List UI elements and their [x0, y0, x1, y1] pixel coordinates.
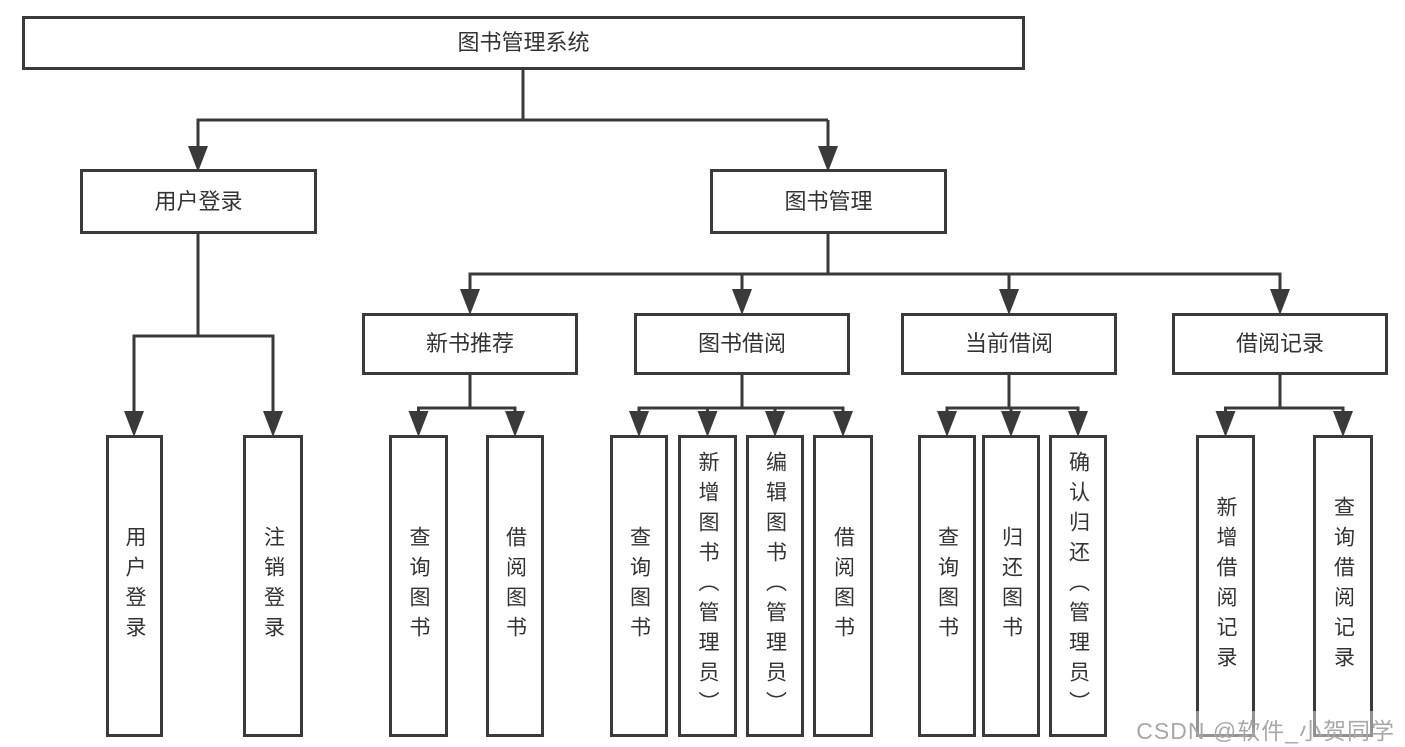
csdn-watermark: CSDN @软件_小贺同学 [1132, 711, 1399, 747]
node-user-login: 用户登录 [80, 169, 317, 234]
connector-bookmgmt-to-level3 [460, 234, 1290, 315]
connector-borrowrecords-to-leaves [1215, 375, 1353, 437]
leaf-edit-books-admin: 编辑图书（管理员） [746, 435, 804, 737]
leaf-query-books-current: 查询图书 [918, 435, 976, 737]
leaf-query-books-recommend: 查询图书 [389, 435, 448, 737]
leaf-borrow-books: 借阅图书 [813, 435, 873, 737]
node-book-management: 图书管理 [710, 169, 947, 234]
node-borrowing-records: 借阅记录 [1172, 313, 1388, 375]
connector-newbooks-to-leaves [408, 375, 525, 437]
leaf-add-books-admin: 新增图书（管理员） [678, 435, 737, 737]
leaf-add-borrow-record: 新增借阅记录 [1196, 435, 1255, 737]
connector-userlogin-to-leaves [124, 234, 283, 437]
leaf-query-borrow-record: 查询借阅记录 [1313, 435, 1373, 737]
leaf-query-books-borrow: 查询图书 [610, 435, 668, 737]
leaf-user-login: 用户登录 [106, 435, 163, 737]
node-new-book-recommendation: 新书推荐 [362, 313, 578, 375]
connector-currentborrow-to-leaves [937, 375, 1088, 437]
leaf-confirm-return-admin: 确认归还（管理员） [1049, 435, 1107, 737]
leaf-return-books: 归还图书 [982, 435, 1040, 737]
connector-root-to-level2 [188, 70, 838, 172]
leaf-logout: 注销登录 [243, 435, 303, 737]
node-root-library-system: 图书管理系统 [22, 16, 1025, 70]
node-book-borrowing: 图书借阅 [634, 313, 850, 375]
connector-bookborrow-to-leaves [629, 375, 853, 437]
node-current-borrowing: 当前借阅 [901, 313, 1117, 375]
leaf-borrow-books-recommend: 借阅图书 [486, 435, 544, 737]
